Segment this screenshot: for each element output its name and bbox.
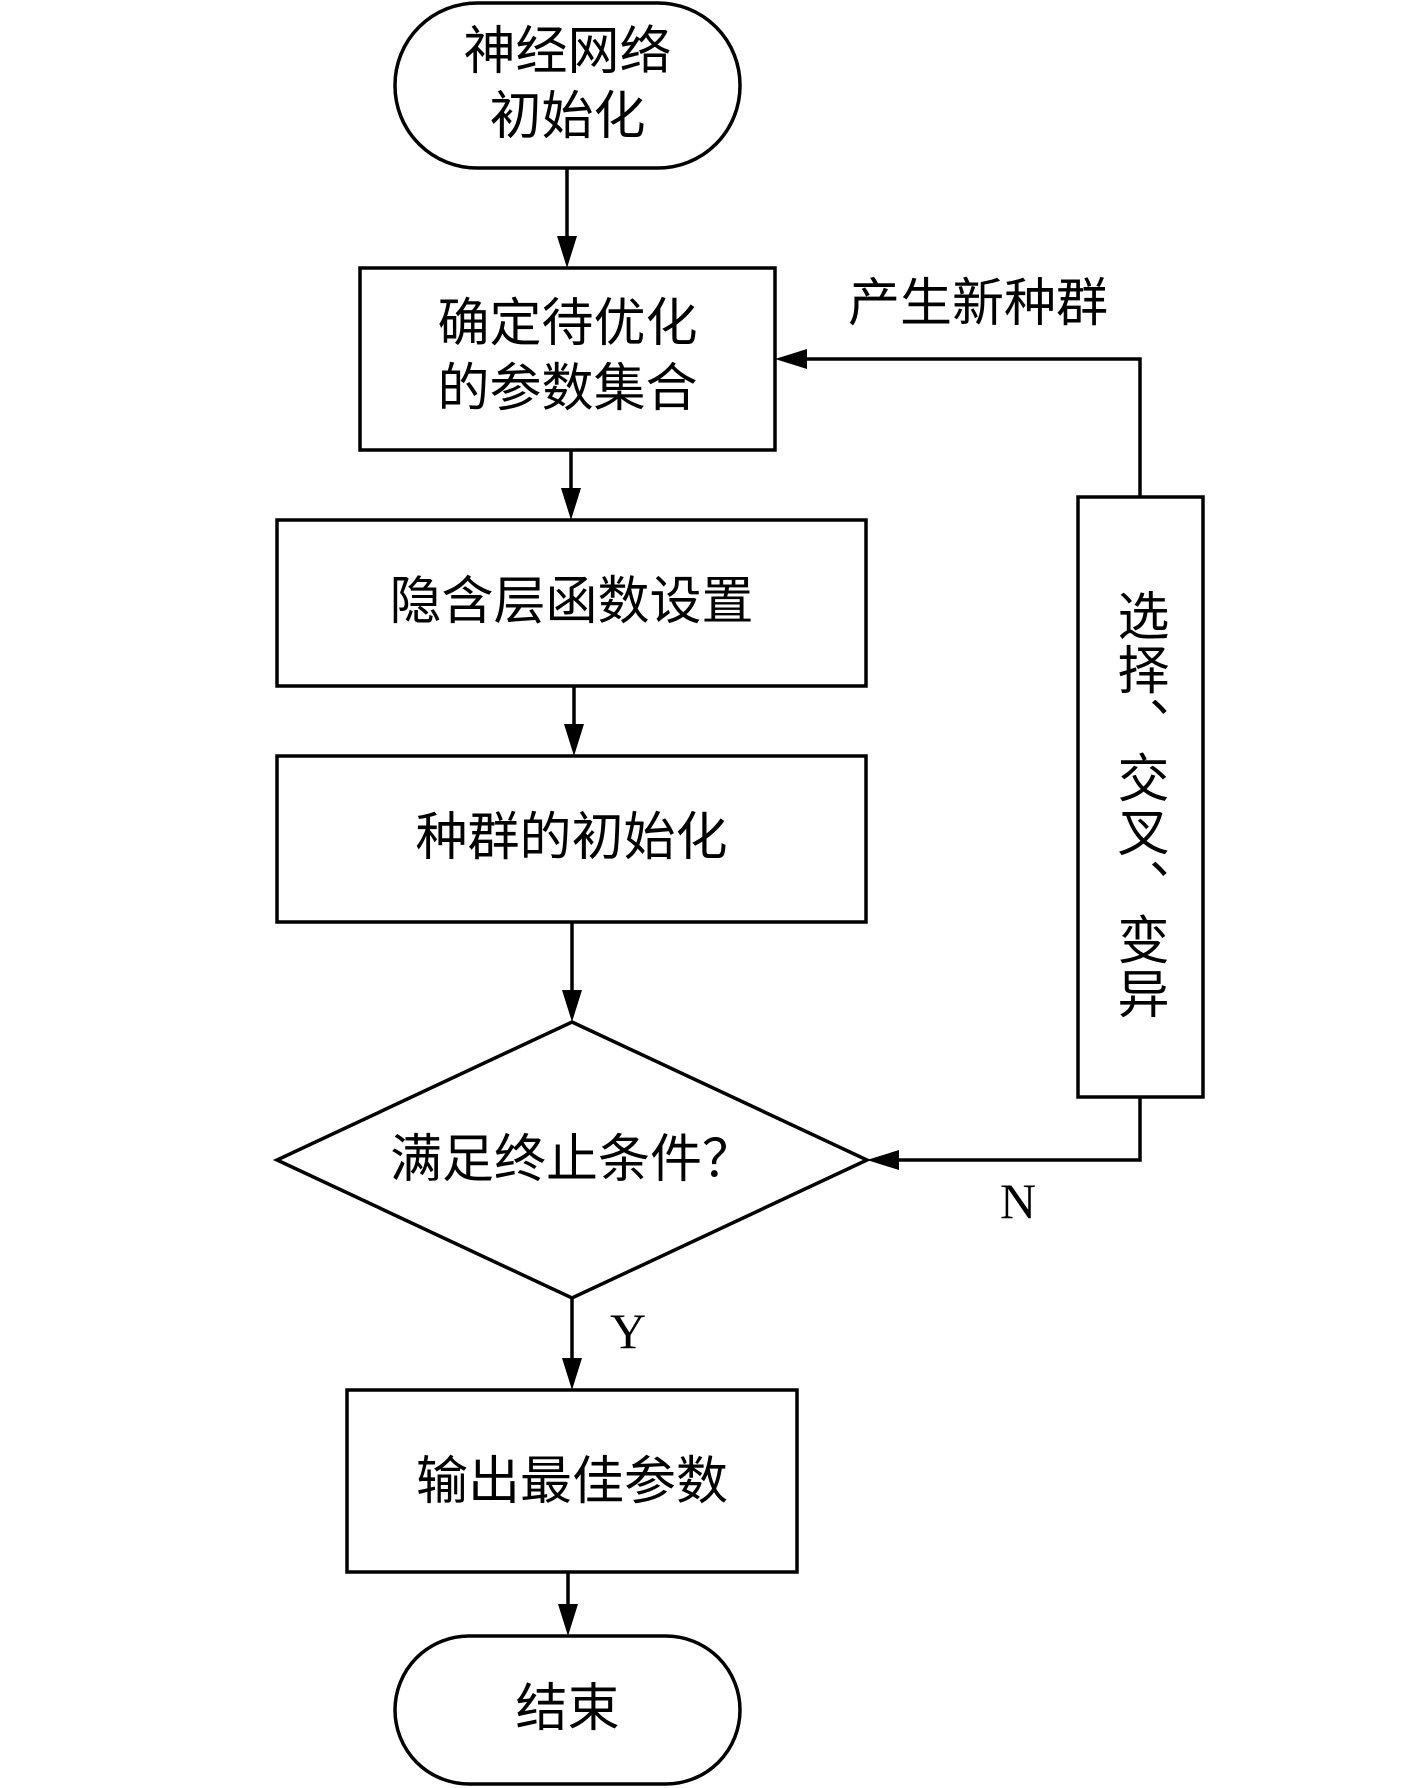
- connector-ops-to-condition: [895, 1097, 1142, 1162]
- yes-branch-label: Y: [610, 1303, 647, 1359]
- hidden-layer-box: [275, 518, 868, 688]
- population-init-box: [275, 754, 868, 924]
- condition-label: 满足终止条件？: [389, 1130, 754, 1190]
- population-init-label: 种群的初始化: [415, 808, 728, 868]
- no-branch-label: N: [1000, 1173, 1037, 1229]
- connector-ops-to-define: [803, 357, 1142, 497]
- genetic-ops-label: 选择、交叉、变异: [1108, 589, 1168, 1021]
- arrowhead-output: [562, 1358, 582, 1390]
- define-params-box: [358, 266, 777, 452]
- arrowhead-end: [558, 1604, 578, 1636]
- start-node-label: 神经网络 初始化: [463, 22, 672, 147]
- arrowhead-define: [557, 236, 577, 268]
- arrowhead-popinit: [564, 724, 584, 756]
- arrowhead-condition-return: [867, 1150, 899, 1170]
- end-node-label: 结束: [515, 1679, 620, 1739]
- hidden-layer-label: 隐含层函数设置: [389, 572, 754, 632]
- arrowhead-define-return: [775, 349, 807, 369]
- arrowhead-hidden: [561, 488, 581, 520]
- end-terminal-shape: [393, 1634, 742, 1786]
- arrowhead-condition: [562, 990, 582, 1022]
- output-box: [345, 1388, 799, 1574]
- output-label: 输出最佳参数: [415, 1452, 728, 1512]
- new-population-label: 产生新种群: [848, 274, 1109, 334]
- define-params-label: 确定待优化 的参数集合: [437, 294, 698, 419]
